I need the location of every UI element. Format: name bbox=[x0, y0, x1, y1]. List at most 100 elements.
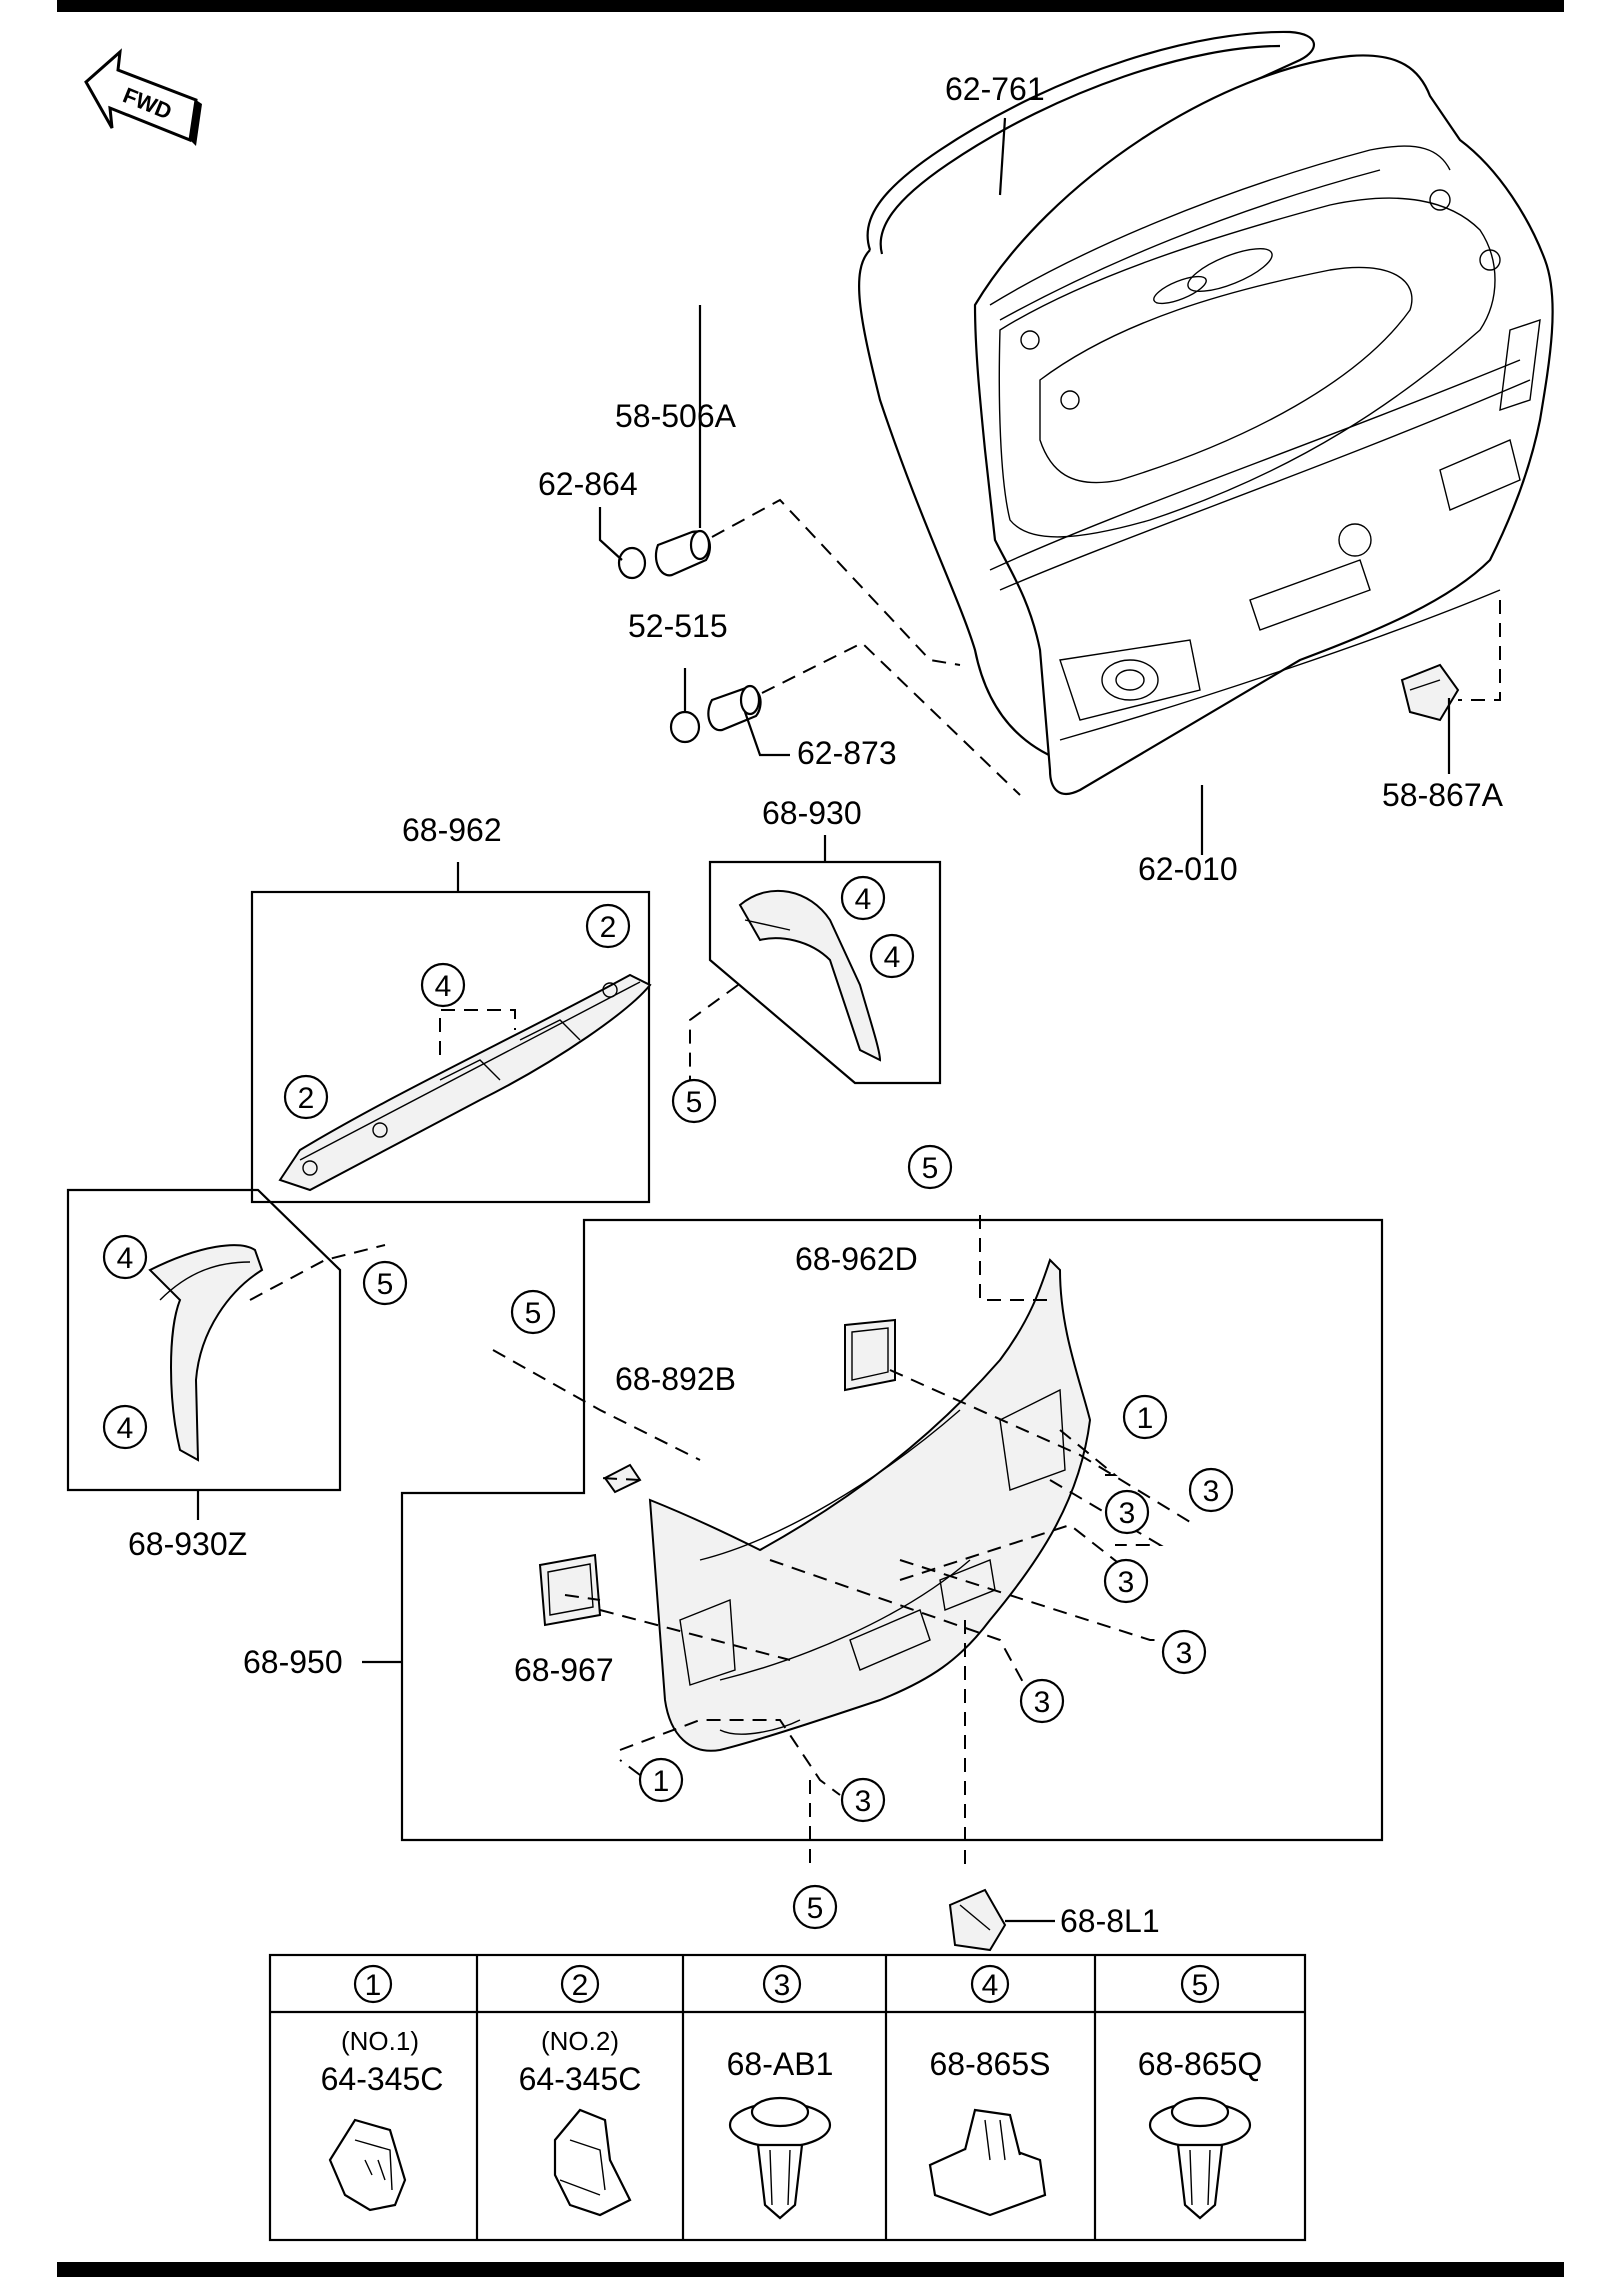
ref-circle-3: 3 bbox=[1188, 1467, 1234, 1513]
ref-circle-4: 4 bbox=[840, 875, 886, 921]
ref-circle-outline bbox=[840, 1777, 886, 1823]
liftgate-62-010 bbox=[973, 54, 1554, 795]
cap-62-864 bbox=[617, 546, 647, 580]
legend-part-3: 68-AB1 bbox=[727, 2046, 834, 2082]
callout-68-967: 68-967 bbox=[514, 1652, 614, 1688]
ref-circle-number: 2 bbox=[298, 1082, 315, 1115]
trim-68-962 bbox=[278, 973, 652, 1192]
callout-68-962D: 68-962D bbox=[795, 1241, 918, 1277]
legend-num-5: 5 bbox=[1192, 1969, 1209, 2002]
ref-circle-3: 3 bbox=[1104, 1489, 1150, 1535]
callout-68-930Z: 68-930Z bbox=[128, 1526, 247, 1562]
clip-icon-4 bbox=[928, 2108, 1047, 2217]
group-68-962 bbox=[250, 862, 652, 1204]
cap-52-515 bbox=[669, 710, 701, 744]
ref-circle-number: 5 bbox=[922, 1152, 939, 1185]
bottom-border bbox=[57, 2262, 1564, 2277]
ref-circle-number: 3 bbox=[1118, 1566, 1135, 1599]
trim-68-930Z bbox=[148, 1244, 264, 1462]
ref-circle-outline bbox=[671, 1078, 717, 1124]
ref-circle-5: 5 bbox=[671, 1078, 717, 1124]
ref-circle-outline bbox=[907, 1144, 953, 1190]
legend-num-3: 3 bbox=[774, 1969, 791, 2002]
legend-num-1: 1 bbox=[365, 1969, 382, 2002]
group-68-930Z bbox=[66, 1188, 386, 1520]
ref-circle-outline bbox=[362, 1260, 408, 1306]
legend-col-4: 4 68-865S bbox=[928, 1964, 1051, 2217]
callout-68-950: 68-950 bbox=[243, 1644, 343, 1680]
top-border bbox=[57, 0, 1564, 12]
liftgate-assembly bbox=[857, 30, 1554, 795]
clip-no2-icon bbox=[553, 2108, 632, 2217]
callout-62-010: 62-010 bbox=[1138, 851, 1238, 887]
legend-table: 1 (NO.1) 64-345C 2 (NO.2) 64-345C 3 bbox=[268, 1953, 1307, 2242]
ref-circle-number: 3 bbox=[1034, 1686, 1051, 1719]
ref-circle-outline bbox=[420, 962, 466, 1008]
ref-circle-number: 3 bbox=[855, 1785, 872, 1818]
ref-circle-outline bbox=[869, 933, 915, 979]
group-68-930 bbox=[689, 835, 942, 1085]
legend-part-4: 68-865S bbox=[930, 2046, 1051, 2082]
clip-no1-icon bbox=[328, 2118, 407, 2212]
ref-circle-number: 1 bbox=[653, 1765, 670, 1798]
legend-col-5: 5 68-865Q bbox=[1138, 1964, 1262, 2220]
ref-circle-outline bbox=[1161, 1629, 1207, 1675]
legend-part-2: 64-345C bbox=[519, 2061, 642, 2097]
ref-circle-1: 1 bbox=[1122, 1394, 1168, 1440]
ref-circle-number: 1 bbox=[1137, 1402, 1154, 1435]
ref-circle-outline bbox=[638, 1757, 684, 1803]
bumper-58-506A bbox=[654, 529, 711, 577]
trim-68-930 bbox=[738, 889, 882, 1062]
ref-circle-5: 5 bbox=[510, 1289, 556, 1335]
ref-circle-outline bbox=[1104, 1489, 1150, 1535]
ref-circle-4: 4 bbox=[869, 933, 915, 979]
push-rivet-icon-3 bbox=[728, 2096, 832, 2220]
ref-circle-number: 4 bbox=[117, 1242, 134, 1275]
legend-num-2: 2 bbox=[572, 1969, 589, 2002]
ref-circle-4: 4 bbox=[102, 1404, 148, 1450]
callout-52-515: 52-515 bbox=[628, 608, 728, 644]
ref-circle-number: 3 bbox=[1119, 1497, 1136, 1530]
ref-circle-4: 4 bbox=[420, 962, 466, 1008]
callout-58-506A: 58-506A bbox=[615, 398, 737, 434]
ref-circle-4: 4 bbox=[102, 1234, 148, 1280]
ref-circle-1: 1 bbox=[638, 1757, 684, 1803]
ref-circle-outline bbox=[102, 1404, 148, 1450]
ref-circle-3: 3 bbox=[1161, 1629, 1207, 1675]
ref-circle-number: 4 bbox=[435, 970, 452, 1003]
ref-circle-number: 4 bbox=[117, 1412, 134, 1445]
fwd-arrow-icon: FWD bbox=[84, 48, 202, 146]
ref-circle-number: 5 bbox=[686, 1086, 703, 1119]
legend-col-2: 2 (NO.2) 64-345C bbox=[519, 1964, 642, 2217]
ref-circle-3: 3 bbox=[840, 1777, 886, 1823]
callout-58-867A: 58-867A bbox=[1382, 777, 1504, 813]
ref-circle-2: 2 bbox=[585, 903, 631, 949]
ref-circle-outline bbox=[1103, 1558, 1149, 1604]
cover-68-967 bbox=[538, 1553, 602, 1627]
legend-part-1: 64-345C bbox=[321, 2061, 444, 2097]
ref-circle-number: 4 bbox=[884, 941, 901, 974]
ref-circle-5: 5 bbox=[792, 1884, 838, 1930]
callout-62-873: 62-873 bbox=[797, 735, 897, 771]
callout-68-892B: 68-892B bbox=[615, 1361, 736, 1397]
clip-68-8L1 bbox=[948, 1888, 1055, 1952]
push-rivet-icon-5 bbox=[1148, 2096, 1252, 2220]
weatherstrip-62-761 bbox=[857, 30, 1316, 767]
callout-62-761: 62-761 bbox=[945, 71, 1045, 107]
callout-68-930: 68-930 bbox=[762, 795, 862, 831]
ref-circle-outline bbox=[792, 1884, 838, 1930]
ref-circle-outline bbox=[585, 903, 631, 949]
ref-circle-5: 5 bbox=[907, 1144, 953, 1190]
ref-circle-outline bbox=[1122, 1394, 1168, 1440]
ref-circle-outline bbox=[840, 875, 886, 921]
ref-circle-number: 2 bbox=[600, 911, 617, 944]
ref-circle-number: 5 bbox=[525, 1297, 542, 1330]
callout-62-864: 62-864 bbox=[538, 466, 638, 502]
ref-circle-number: 3 bbox=[1203, 1475, 1220, 1508]
ref-circle-number: 4 bbox=[855, 883, 872, 916]
ref-circle-2: 2 bbox=[283, 1074, 329, 1120]
ref-circle-3: 3 bbox=[1019, 1678, 1065, 1724]
ref-circle-number: 5 bbox=[807, 1892, 824, 1925]
